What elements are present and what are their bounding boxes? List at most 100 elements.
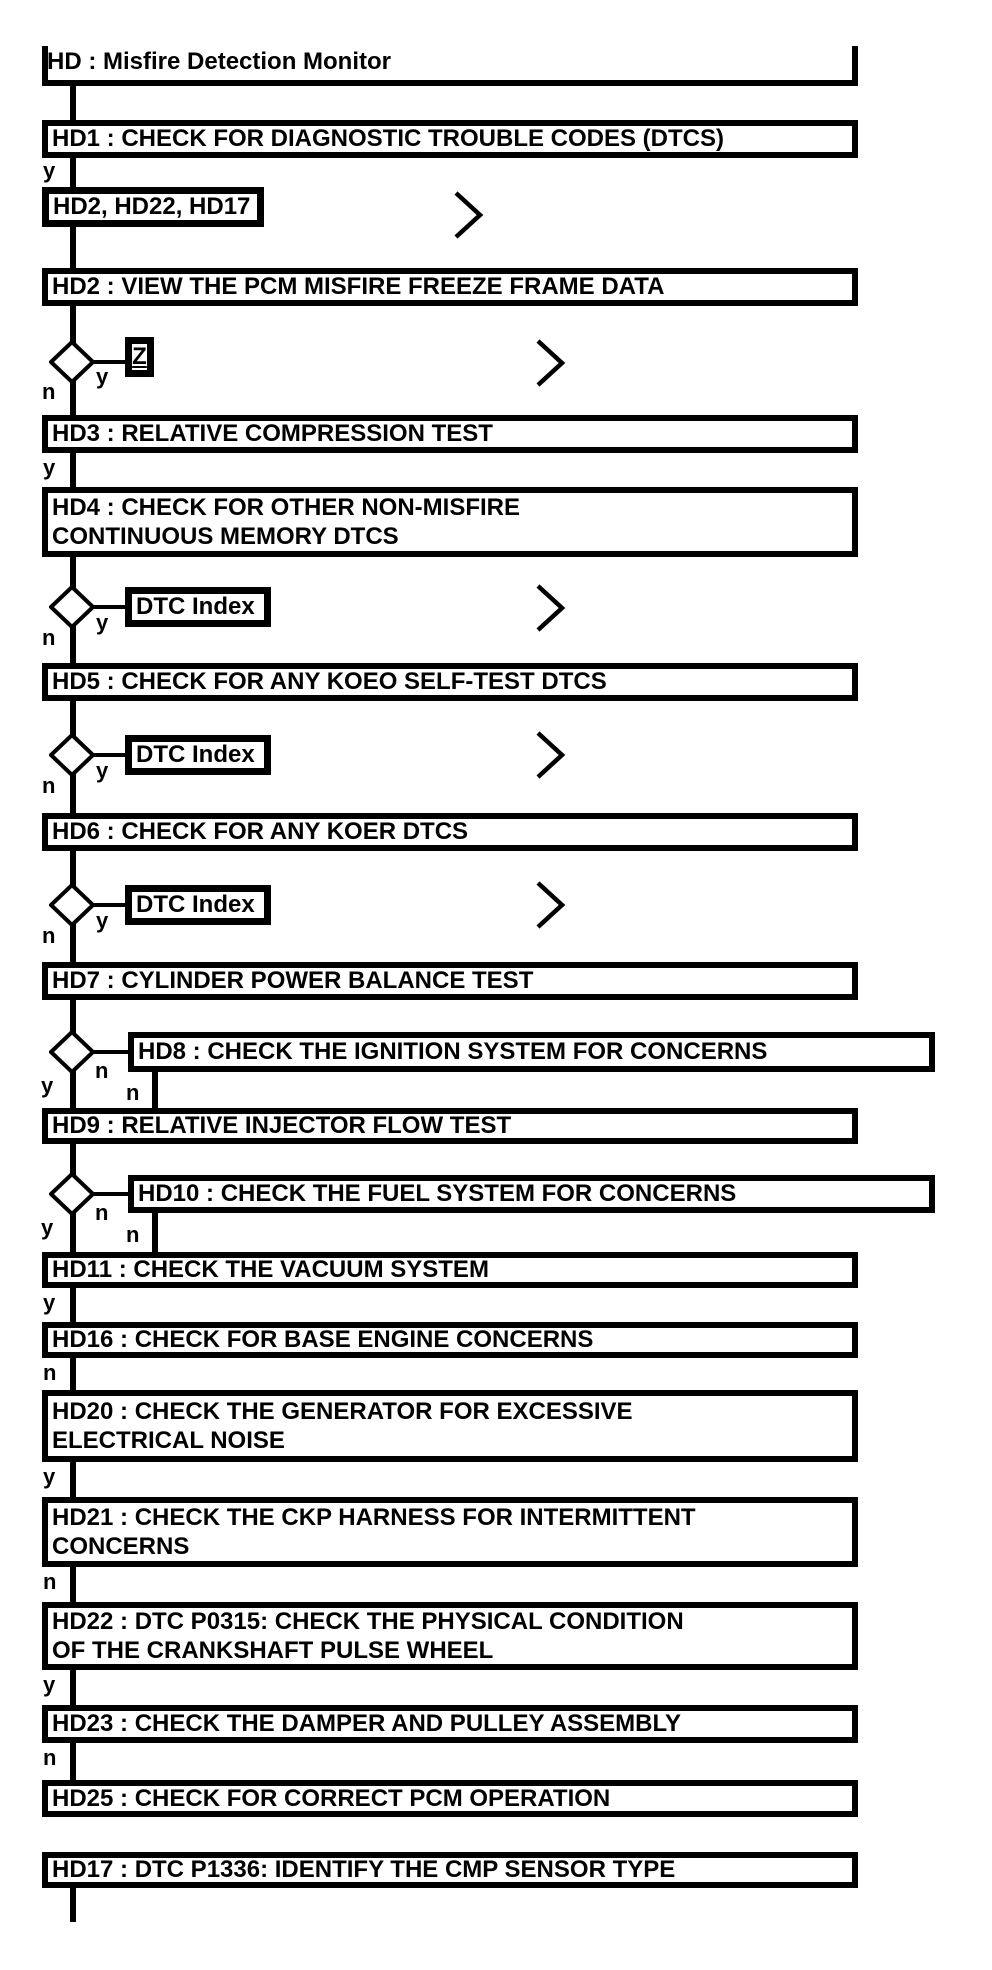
node-hd16[interactable]: HD16 : CHECK FOR BASE ENGINE CONCERNS <box>42 1322 858 1358</box>
node-hd7-label: HD7 : CYLINDER POWER BALANCE TEST <box>52 967 534 995</box>
node-hd10-label: HD10 : CHECK THE FUEL SYSTEM FOR CONCERN… <box>138 1180 737 1208</box>
connector-branch <box>88 605 125 609</box>
branch-label-y: y <box>96 758 109 783</box>
link-dtc-index-3[interactable]: DTC Index <box>125 885 271 925</box>
connector <box>70 1888 76 1922</box>
continue-chevron-4[interactable] <box>535 730 567 780</box>
node-hd17-label: HD17 : DTC P1336: IDENTIFY THE CMP SENSO… <box>52 1856 676 1884</box>
node-hd3[interactable]: HD3 : RELATIVE COMPRESSION TEST <box>42 415 858 453</box>
branch-label-n: n <box>126 1080 140 1105</box>
continue-chevron-2[interactable] <box>535 338 567 388</box>
link-z[interactable]: Z <box>125 337 154 377</box>
node-hd25-label: HD25 : CHECK FOR CORRECT PCM OPERATION <box>52 1784 611 1812</box>
link-dtc-index-2[interactable]: DTC Index <box>125 735 271 775</box>
node-hd20-label: HD20 : CHECK THE GENERATOR FOR EXCESSIVE… <box>52 1397 633 1454</box>
branch-label-y: y <box>41 1215 54 1240</box>
decision-diamond-4 <box>49 883 95 927</box>
connector <box>70 1670 76 1705</box>
node-hd3-label: HD3 : RELATIVE COMPRESSION TEST <box>52 420 493 448</box>
node-hd23[interactable]: HD23 : CHECK THE DAMPER AND PULLEY ASSEM… <box>42 1705 858 1743</box>
branch-label-y: y <box>43 158 56 183</box>
connector <box>70 1358 76 1390</box>
branch-label-y: y <box>43 455 56 480</box>
node-hd23-label: HD23 : CHECK THE DAMPER AND PULLEY ASSEM… <box>52 1710 681 1738</box>
node-hd21[interactable]: HD21 : CHECK THE CKP HARNESS FOR INTERMI… <box>42 1497 858 1567</box>
node-hd4[interactable]: HD4 : CHECK FOR OTHER NON-MISFIRE CONTIN… <box>42 487 858 557</box>
branch-label-y: y <box>96 908 109 933</box>
connector-branch <box>88 753 125 757</box>
branch-label-y: y <box>43 1290 56 1315</box>
node-hd7[interactable]: HD7 : CYLINDER POWER BALANCE TEST <box>42 962 858 1000</box>
decision-diamond-2 <box>49 585 95 629</box>
decision-diamond-5 <box>49 1030 95 1074</box>
node-hd17[interactable]: HD17 : DTC P1336: IDENTIFY THE CMP SENSO… <box>42 1852 858 1888</box>
node-hd8-label: HD8 : CHECK THE IGNITION SYSTEM FOR CONC… <box>138 1038 768 1066</box>
branch-label-y: y <box>43 1464 56 1489</box>
connector-branch <box>88 903 125 907</box>
node-hd5[interactable]: HD5 : CHECK FOR ANY KOEO SELF-TEST DTCS <box>42 663 858 701</box>
node-hd11[interactable]: HD11 : CHECK THE VACUUM SYSTEM <box>42 1252 858 1288</box>
title-left-tick <box>42 46 48 86</box>
connector-hd8-return <box>152 1072 158 1110</box>
continue-chevron-3[interactable] <box>535 583 567 633</box>
node-hd1[interactable]: HD1 : CHECK FOR DIAGNOSTIC TROUBLE CODES… <box>42 120 858 158</box>
branch-label-n: n <box>43 1360 57 1385</box>
node-hd22-label: HD22 : DTC P0315: CHECK THE PHYSICAL CON… <box>52 1607 684 1664</box>
link-dtc-index-label: DTC Index <box>136 891 255 919</box>
node-hd2[interactable]: HD2 : VIEW THE PCM MISFIRE FREEZE FRAME … <box>42 268 858 306</box>
link-dtc-index-1[interactable]: DTC Index <box>125 587 271 627</box>
link-z-label: Z <box>132 343 147 371</box>
link-ref-hd2-hd22-hd17[interactable]: HD2, HD22, HD17 <box>42 187 264 227</box>
node-hd1-label: HD1 : CHECK FOR DIAGNOSTIC TROUBLE CODES… <box>52 125 724 153</box>
branch-label-n: n <box>42 379 56 404</box>
title-underline <box>42 80 858 86</box>
connector <box>70 453 76 487</box>
node-hd21-label: HD21 : CHECK THE CKP HARNESS FOR INTERMI… <box>52 1503 696 1560</box>
node-hd11-label: HD11 : CHECK THE VACUUM SYSTEM <box>52 1256 489 1284</box>
connector <box>70 1567 76 1602</box>
link-dtc-index-label: DTC Index <box>136 741 255 769</box>
connector-branch <box>88 1192 128 1196</box>
branch-label-n: n <box>126 1222 140 1247</box>
node-hd22[interactable]: HD22 : DTC P0315: CHECK THE PHYSICAL CON… <box>42 1602 858 1670</box>
node-hd8[interactable]: HD8 : CHECK THE IGNITION SYSTEM FOR CONC… <box>128 1032 935 1072</box>
connector-branch <box>88 1050 128 1054</box>
connector <box>70 86 76 120</box>
connector <box>70 1743 76 1780</box>
continue-chevron-5[interactable] <box>535 880 567 930</box>
branch-label-y: y <box>43 1672 56 1697</box>
branch-label-n: n <box>43 1569 57 1594</box>
branch-label-n: n <box>43 1745 57 1770</box>
connector-hd10-return <box>152 1213 158 1254</box>
branch-label-y: y <box>96 610 109 635</box>
node-hd4-label: HD4 : CHECK FOR OTHER NON-MISFIRE CONTIN… <box>52 493 520 550</box>
node-hd9-label: HD9 : RELATIVE INJECTOR FLOW TEST <box>52 1112 512 1140</box>
title-right-tick <box>852 46 858 86</box>
ref-label: HD2, HD22, HD17 <box>53 193 251 221</box>
decision-diamond-6 <box>49 1172 95 1216</box>
connector <box>70 158 76 187</box>
branch-label-n: n <box>42 625 56 650</box>
node-hd25[interactable]: HD25 : CHECK FOR CORRECT PCM OPERATION <box>42 1780 858 1817</box>
page-title: HD : Misfire Detection Monitor <box>47 48 392 75</box>
node-hd6[interactable]: HD6 : CHECK FOR ANY KOER DTCS <box>42 813 858 851</box>
connector <box>70 227 76 268</box>
branch-label-n: n <box>42 923 56 948</box>
branch-label-y: y <box>41 1073 54 1098</box>
node-hd20[interactable]: HD20 : CHECK THE GENERATOR FOR EXCESSIVE… <box>42 1390 858 1462</box>
branch-label-n: n <box>95 1200 109 1225</box>
continue-chevron-1[interactable] <box>453 190 485 240</box>
branch-label-y: y <box>96 364 109 389</box>
node-hd10[interactable]: HD10 : CHECK THE FUEL SYSTEM FOR CONCERN… <box>128 1175 935 1213</box>
connector-branch <box>88 360 125 364</box>
branch-label-n: n <box>42 773 56 798</box>
connector <box>70 1287 76 1322</box>
link-dtc-index-label: DTC Index <box>136 593 255 621</box>
node-hd5-label: HD5 : CHECK FOR ANY KOEO SELF-TEST DTCS <box>52 668 607 696</box>
node-hd16-label: HD16 : CHECK FOR BASE ENGINE CONCERNS <box>52 1326 594 1354</box>
decision-diamond-3 <box>49 733 95 777</box>
decision-diamond-1 <box>49 340 95 384</box>
node-hd9[interactable]: HD9 : RELATIVE INJECTOR FLOW TEST <box>42 1108 858 1144</box>
branch-label-n: n <box>95 1058 109 1083</box>
